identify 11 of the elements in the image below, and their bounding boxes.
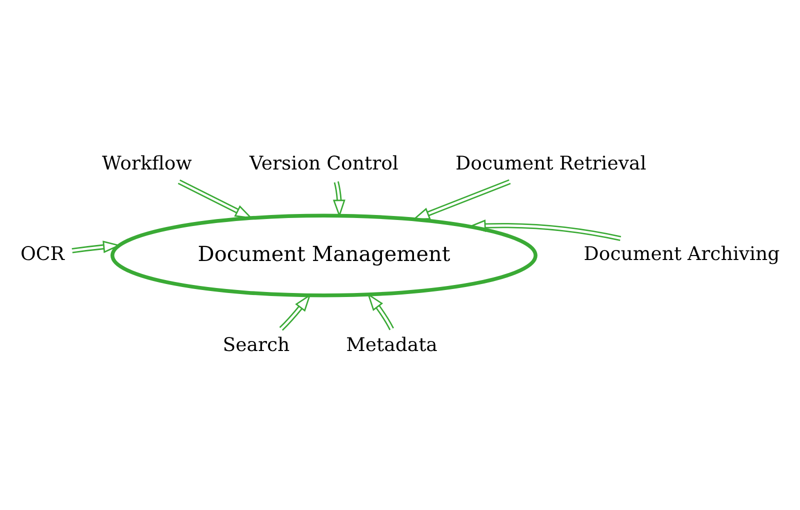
- node-text: OCR: [20, 244, 64, 265]
- arrow: [178, 178, 253, 218]
- node-text: Document Archiving: [584, 244, 780, 265]
- node-text: Metadata: [346, 334, 438, 356]
- arrow: [412, 178, 511, 220]
- node-ellipse: Document Management: [110, 213, 538, 297]
- arrow: [72, 240, 121, 253]
- node-text: Search: [222, 334, 290, 356]
- node-text: Document Retrieval: [456, 152, 646, 174]
- node-text: Version Control: [250, 152, 398, 174]
- node-text: Workflow: [102, 152, 192, 174]
